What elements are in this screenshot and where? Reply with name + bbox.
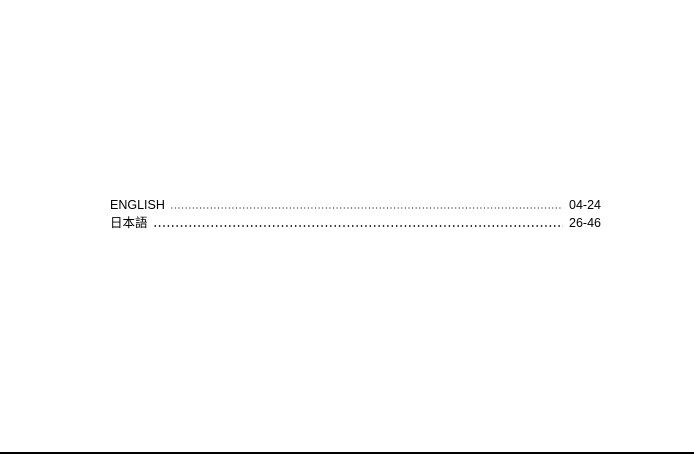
toc-entry-japanese[interactable]: 日本語 26-46 [110,214,601,232]
bottom-rule [0,452,694,454]
toc-entry-label: 日本語 [110,214,148,232]
toc-entry-pages: 26-46 [569,214,601,232]
table-of-contents: ENGLISH 04-24 日本語 26-46 [110,196,601,232]
dot-leader [170,207,563,209]
dot-leader [153,225,564,227]
toc-entry-label: ENGLISH [110,196,165,214]
toc-entry-pages: 04-24 [569,196,601,214]
toc-entry-english[interactable]: ENGLISH 04-24 [110,196,601,214]
